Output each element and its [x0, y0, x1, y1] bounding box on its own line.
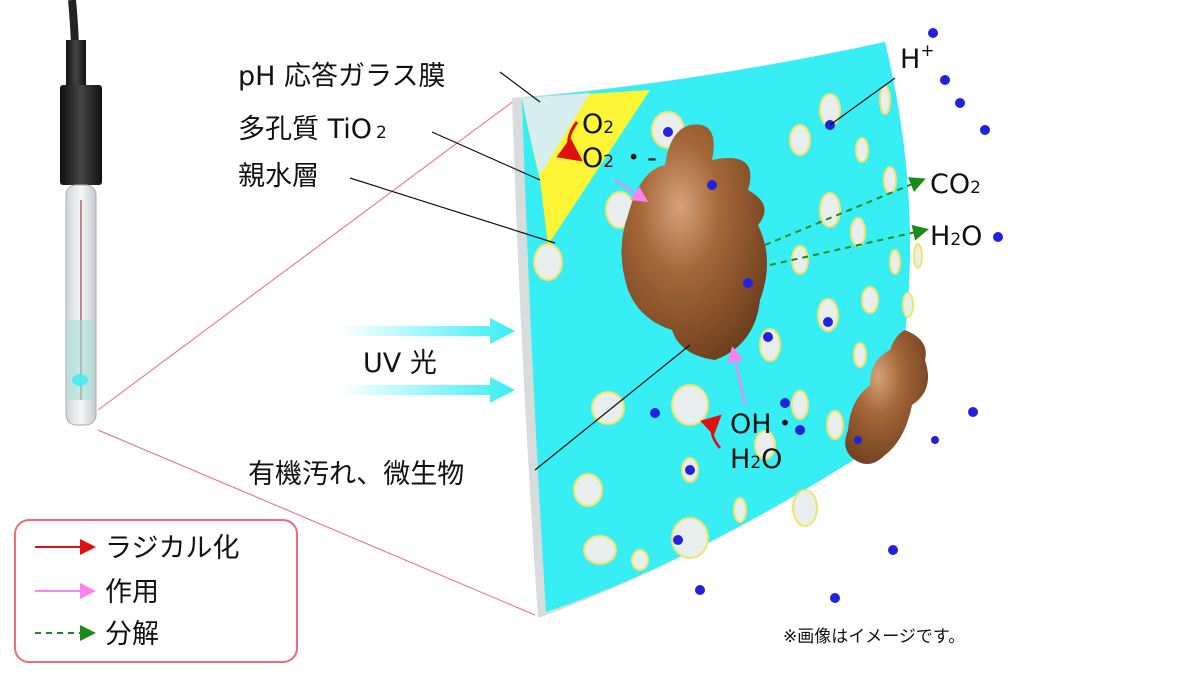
legend: ラジカル化 作用 分解 [14, 519, 298, 663]
legend-label-action: 作用 [105, 577, 159, 608]
ph-electrode-probe [60, 0, 102, 426]
hydrogen-ions [650, 28, 1003, 603]
label-h-plus: H+ [900, 41, 935, 75]
radicalization-arrow-o2 [556, 121, 583, 162]
pores [533, 85, 923, 571]
leader-lines [349, 71, 896, 471]
legend-label-decomposition: 分解 [105, 619, 159, 650]
action-arrow-oh [727, 346, 746, 406]
label-h2o-source: H2O [730, 444, 782, 475]
organic-dirt-blob [621, 124, 768, 360]
label-hydrophilic-layer: 親水層 [238, 161, 319, 192]
label-superoxide: O2・- [582, 143, 657, 174]
label-oh-radical: OH・ [730, 409, 799, 440]
radicalization-arrow-oh [700, 414, 722, 449]
organic-dirt-blob-small [845, 330, 929, 464]
decomposition-arrow-h2o [769, 224, 929, 266]
label-h2o-product: H2O [930, 221, 982, 252]
label-uv-light: UV 光 [363, 348, 437, 379]
label-o2: O2 [582, 109, 614, 140]
disclaimer: ※画像はイメージです。 [783, 627, 965, 647]
action-arrow-superoxide [614, 179, 649, 203]
zoom-line-bottom [97, 429, 536, 616]
label-co2: CO2 [930, 169, 981, 200]
legend-label-radicalization: ラジカル化 [105, 533, 239, 564]
label-organic-dirt: 有機汚れ、微生物 [248, 459, 464, 490]
uv-arrows [340, 318, 515, 403]
zoom-line-top [97, 99, 516, 411]
label-glass-membrane: pH 応答ガラス膜 [238, 61, 445, 92]
